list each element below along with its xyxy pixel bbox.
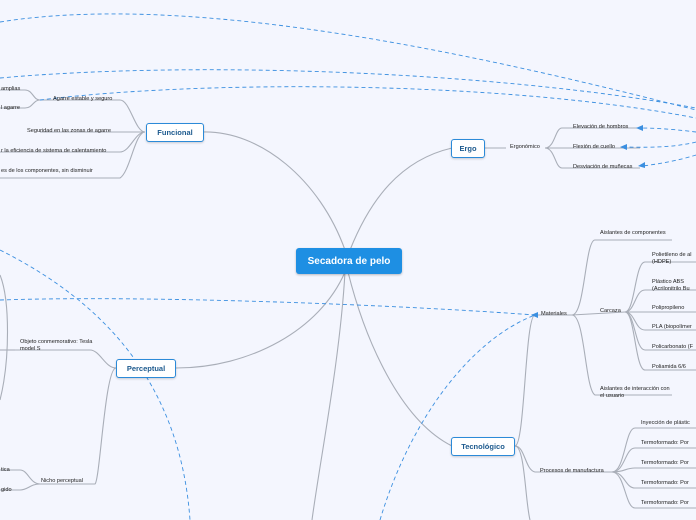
tec-procesos-manufactura[interactable]: Procesos de manufactura — [540, 468, 604, 474]
branch-ergo[interactable]: Ergo — [451, 139, 485, 158]
relation-top-1 — [0, 13, 696, 111]
connector-central-perceptual — [175, 271, 346, 369]
tec-carcaza[interactable]: Carcaza — [600, 308, 621, 314]
funcional-seguridad[interactable]: Seguridad en las zonas de agarre — [27, 128, 111, 134]
relation-left-arc — [0, 249, 191, 520]
branch-funcional-label: Funcional — [157, 128, 193, 137]
carcaza-item-hdpe[interactable]: Polietileno de al (HDPE) — [652, 252, 692, 265]
ergo-category[interactable]: Ergonómico — [510, 144, 540, 150]
branch-tecnologico[interactable]: Tecnológico — [451, 437, 515, 456]
relation-flex — [623, 141, 696, 148]
central-topic-label: Secadora de pelo — [307, 255, 391, 267]
ergo-item-desviacion[interactable]: Desviación de muñecas — [573, 164, 633, 170]
carcaza-item-policarbonato[interactable]: Policarbonato (F — [652, 344, 694, 350]
connector-central-funcional — [201, 131, 346, 251]
proceso-item-inyeccion[interactable]: Inyección de plástic — [641, 420, 690, 426]
tec-materiales[interactable]: Materiales — [541, 311, 567, 317]
carcaza-item-poliamida[interactable]: Poliamida 6/6 — [652, 364, 686, 370]
tec-aislantes-interaccion[interactable]: Aislantes de interacción con el usuario — [600, 386, 670, 399]
carcaza-item-pla[interactable]: PLA (biopolímer — [652, 324, 692, 330]
perceptual-fragment-gido[interactable]: gido — [1, 487, 12, 493]
branch-funcional[interactable]: Funcional — [146, 123, 204, 142]
funcional-componentes[interactable]: es de los componentes, sin disminuir — [1, 168, 93, 174]
carcaza-item-abs[interactable]: Plástico ABS (Acrilonitrilo Bu — [652, 279, 690, 292]
proceso-item-termoformado-2[interactable]: Termoformado: Por — [641, 460, 689, 466]
funcional-eficiencia[interactable]: r la eficiencia de sistema de calentamie… — [1, 148, 107, 154]
relation-top-3 — [39, 86, 696, 119]
ergo-item-elevacion[interactable]: Elevación de hombros — [573, 124, 629, 130]
ergo-item-flexion[interactable]: Flexión de cuello — [573, 144, 615, 150]
branch-perceptual[interactable]: Perceptual — [116, 359, 176, 378]
proceso-item-termoformado-3[interactable]: Termoformado: Por — [641, 480, 689, 486]
relation-tecnologico-up — [379, 314, 536, 520]
branch-ergo-label: Ergo — [459, 144, 477, 153]
connector-central-down — [311, 271, 346, 520]
relation-perceptual-materiales — [0, 298, 536, 316]
carcaza-item-polipropileno[interactable]: Polipropileno — [652, 305, 685, 311]
perceptual-objeto-conmemorativo[interactable]: Objeto conmemorativo: Tesla model S — [20, 339, 93, 352]
central-topic[interactable]: Secadora de pelo — [296, 248, 402, 274]
proceso-item-termoformado-1[interactable]: Termoformado: Por — [641, 440, 689, 446]
funcional-fragment-agarre[interactable]: l agarre — [1, 105, 20, 111]
branch-perceptual-label: Perceptual — [126, 364, 166, 373]
branch-tecnologico-label: Tecnológico — [461, 442, 505, 451]
perceptual-nicho[interactable]: Nicho perceptual — [41, 478, 83, 484]
funcional-agarre-estable[interactable]: Agarre estable y seguro — [53, 96, 113, 102]
relation-desv — [641, 154, 696, 167]
connector-central-ergo — [349, 147, 453, 251]
proceso-item-termoformado-4[interactable]: Termoformado: Por — [641, 500, 689, 506]
relation-elev — [639, 127, 696, 133]
funcional-fragment-amplias[interactable]: amplias — [1, 86, 21, 92]
tec-aislantes-componentes[interactable]: Aislantes de componentes — [600, 230, 666, 236]
relation-top-2 — [0, 69, 696, 109]
connector-central-tecnologico — [347, 271, 453, 447]
perceptual-fragment-tica[interactable]: tica — [1, 467, 10, 473]
